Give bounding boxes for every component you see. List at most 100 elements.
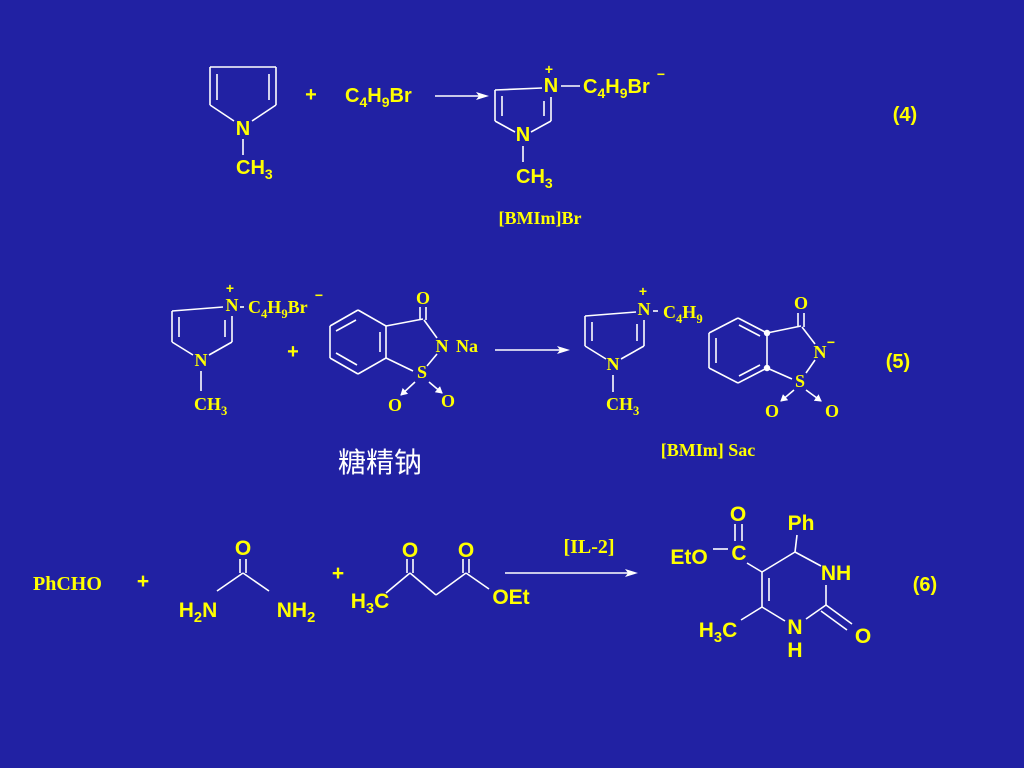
bond [805, 604, 827, 620]
bond [171, 341, 194, 356]
reaction-arrow [435, 92, 489, 100]
bond [708, 317, 739, 334]
urea-structure: O H2N NH2 [179, 537, 316, 626]
bond [335, 352, 358, 366]
sulfur-label: S [795, 371, 805, 391]
catalyst-label: [IL-2] [563, 536, 614, 558]
sulfonyl-oxygen-label: O [388, 395, 402, 415]
bond [385, 318, 424, 327]
bond [738, 364, 761, 377]
bond [494, 87, 543, 91]
negative-charge: − [315, 287, 323, 303]
reaction-arrow [505, 569, 638, 577]
reaction-number: (6) [913, 574, 937, 596]
bond [216, 572, 244, 592]
methylpyrrole-structure: N CH3 [209, 66, 277, 182]
product-name: [BMIm]Br [499, 208, 582, 228]
bond [494, 120, 516, 133]
bond [805, 359, 816, 374]
bond [329, 357, 359, 375]
bond [825, 604, 853, 625]
negative-charge: − [827, 334, 835, 350]
methyl-label: CH3 [516, 166, 553, 191]
methyl-label: H3C [699, 619, 738, 646]
bond [209, 104, 235, 122]
methyl-nitrogen-label: N [516, 124, 530, 146]
ring-nitrogen-label: N [787, 616, 802, 639]
methyl-label: CH3 [236, 157, 273, 182]
nh-label: NH [821, 562, 851, 585]
plus-sign: + [287, 341, 299, 363]
bond [465, 572, 490, 590]
reaction-5: + N C4H9Br − N CH3 + O [171, 280, 910, 479]
bond [171, 306, 224, 312]
alkyl-nitrogen-label: N [638, 299, 651, 319]
amine-label: H2N [179, 599, 218, 626]
bond [335, 319, 357, 332]
bond [530, 120, 552, 133]
alkyl-bromide-label: C4H9Br [583, 76, 650, 101]
dative-bond [428, 381, 443, 394]
ring-hydrogen-label: H [787, 639, 802, 662]
ethoxy-label: OEt [492, 586, 529, 609]
methyl-label: H3C [351, 590, 390, 617]
bond [794, 551, 822, 567]
bmim-bromide-structure: N + C4H9Br − N CH3 [494, 61, 665, 191]
phenyl-label: Ph [788, 512, 815, 535]
benzaldehyde-label: PhCHO [33, 573, 102, 595]
bond [584, 311, 637, 317]
dative-bond [780, 389, 795, 402]
bond [385, 357, 414, 372]
carbonyl-oxygen-label: O [794, 293, 808, 313]
sulfonyl-oxygen-label: O [441, 391, 455, 411]
arrow-head [625, 569, 638, 577]
bond [738, 324, 761, 337]
bond [761, 606, 786, 622]
ethyl-acetoacetate-structure: H3C O O OEt [351, 539, 530, 617]
carbonyl-oxygen-label: O [855, 625, 871, 648]
bond [409, 572, 437, 596]
dihydropyrimidinone-structure: O C EtO Ph NH O N H H3C [670, 503, 871, 662]
reaction-6: PhCHO + O H2N NH2 + H3C O O OEt [33, 503, 937, 662]
bond [251, 104, 277, 122]
bond [801, 326, 816, 345]
bond [737, 317, 768, 334]
sulfonyl-oxygen-label: O [825, 401, 839, 421]
dative-bond [805, 389, 822, 402]
ethoxy-label: EtO [670, 546, 707, 569]
reaction-number: (5) [886, 351, 910, 373]
alkyl-nitrogen-label: N [226, 295, 239, 315]
bond [794, 534, 798, 553]
saccharinate-anion-structure: O N − S O O [708, 293, 839, 421]
alkyl-bromide-label: C4H9Br [248, 297, 308, 321]
bond [740, 606, 763, 621]
nitrogen-label: N [814, 342, 827, 362]
bmim-cation-structure: + N C4H9 N CH3 [584, 283, 703, 418]
bond [584, 345, 607, 360]
bond [329, 309, 359, 327]
amine-label: NH2 [277, 599, 316, 626]
plus-sign: + [332, 562, 344, 585]
oxygen-label: O [235, 537, 251, 560]
positive-charge: + [226, 280, 234, 296]
bond [423, 319, 438, 339]
bond [820, 610, 848, 631]
butyl-label: C4H9 [663, 302, 703, 326]
bond [761, 551, 796, 573]
bond [708, 367, 739, 384]
bond [737, 367, 768, 384]
arrow-head [557, 346, 570, 354]
saccharin-sodium-name: 糖精钠 [338, 446, 422, 479]
alkyl-nitrogen-label: N [544, 75, 558, 97]
carbonyl-oxygen-label: O [416, 288, 430, 308]
methyl-label: CH3 [194, 394, 227, 418]
bmim-bromide-structure: + N C4H9Br − N CH3 [171, 280, 323, 418]
bond [620, 345, 645, 360]
methyl-nitrogen-label: N [195, 350, 208, 370]
bond [766, 325, 802, 334]
methyl-label: CH3 [606, 394, 639, 418]
nitrogen-label: N [436, 336, 449, 356]
bond [766, 367, 793, 380]
plus-sign: + [305, 84, 317, 106]
